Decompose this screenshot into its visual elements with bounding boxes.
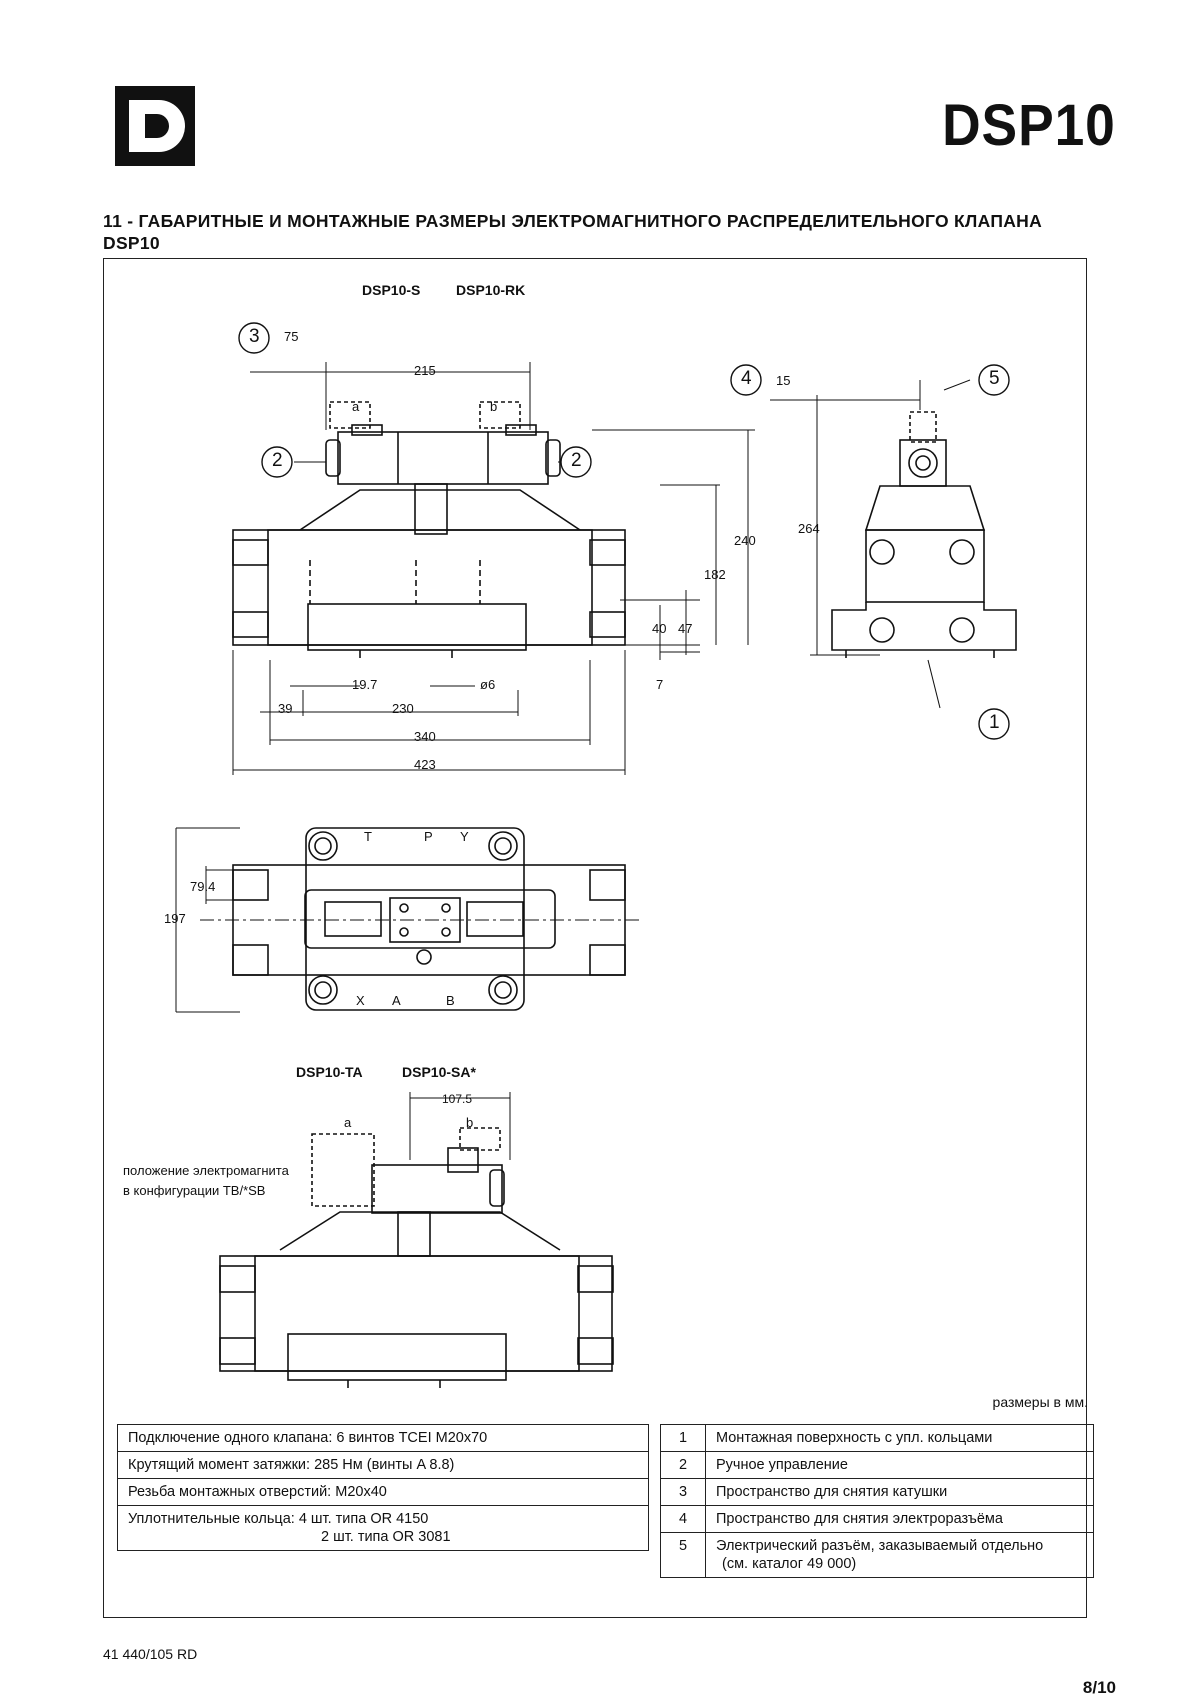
model-title: DSP10 (942, 93, 1116, 158)
callout-1: 1 (989, 712, 1000, 733)
callout-4: 4 (741, 368, 752, 389)
dim-197: 197 (164, 911, 186, 926)
legend-text-line2: (см. каталог 49 000) (722, 1556, 857, 1572)
port-p: P (424, 829, 433, 844)
spec-row: Уплотнительные кольца: 4 шт. типа OR 415… (117, 1505, 649, 1551)
dim-230: 230 (392, 701, 414, 716)
dim-75: 75 (284, 329, 299, 344)
legend-num: 4 (660, 1505, 706, 1533)
legend-text: Монтажная поверхность с упл. кольцами (705, 1424, 1094, 1452)
dim-15: 15 (776, 373, 791, 388)
dim-340: 340 (414, 729, 436, 744)
view-label-dsp10-sa: DSP10-SA* (402, 1064, 476, 1080)
dim-215: 215 (414, 363, 436, 378)
callout-2-left: 2 (272, 450, 283, 471)
spec-row: Крутящий момент затяжки: 285 Нм (винты A… (117, 1451, 649, 1479)
port-x: X (356, 993, 365, 1008)
dim-40: 40 (652, 621, 667, 636)
legend-num: 3 (660, 1478, 706, 1506)
dim-182: 182 (704, 567, 726, 582)
legend-row: 2 Ручное управление (660, 1451, 1094, 1479)
callout-3: 3 (249, 326, 260, 347)
dim-6: ø6 (480, 677, 496, 692)
dim-264: 264 (798, 521, 820, 536)
dim-19-7: 19.7 (352, 677, 378, 692)
legend-num: 2 (660, 1451, 706, 1479)
port-b: B (446, 993, 455, 1008)
dim-79-4: 79.4 (190, 879, 216, 894)
legend-row: 1 Монтажная поверхность с упл. кольцами (660, 1424, 1094, 1452)
dim-240: 240 (734, 533, 756, 548)
dim-47: 47 (678, 621, 693, 636)
legend-text: Электрический разъём, заказываемый отдел… (705, 1532, 1094, 1578)
port-y: Y (460, 829, 469, 844)
legend-row: 5 Электрический разъём, заказываемый отд… (660, 1532, 1094, 1578)
port-a: A (392, 993, 401, 1008)
spec-seals-line2: 2 шт. типа OR 3081 (321, 1529, 451, 1545)
legend-row: 3 Пространство для снятия катушки (660, 1478, 1094, 1506)
dim-ta-sol-b: b (466, 1115, 474, 1130)
solenoid-note-line2: в конфигурации TB/*SB (123, 1183, 266, 1198)
dim-423: 423 (414, 757, 436, 772)
legend-row: 4 Пространство для снятия электроразъёма (660, 1505, 1094, 1533)
legend-num: 1 (660, 1424, 706, 1452)
view-label-dsp10-ta: DSP10-TA (296, 1064, 363, 1080)
view-label-dsp10-rk: DSP10-RK (456, 282, 526, 298)
document-code: 41 440/105 RD (103, 1646, 198, 1662)
legend-text: Пространство для снятия катушки (705, 1478, 1094, 1506)
callout-2-right: 2 (571, 450, 582, 471)
company-logo-icon (115, 86, 195, 166)
legend-text-line1: Электрический разъём, заказываемый отдел… (716, 1538, 1044, 1554)
dim-ta-sol-a: a (344, 1115, 352, 1130)
page-number: 8/10 (1082, 1678, 1116, 1697)
dim-107-5: 107.5 (442, 1092, 473, 1106)
legend-text: Пространство для снятия электроразъёма (705, 1505, 1094, 1533)
section-title: 11 - ГАБАРИТНЫЕ И МОНТАЖНЫЕ РАЗМЕРЫ ЭЛЕК… (103, 211, 1043, 253)
dim-39: 39 (278, 701, 293, 716)
spec-row: Резьба монтажных отверстий: M20x40 (117, 1478, 649, 1506)
dim-sol-b: b (490, 399, 498, 414)
dim-sol-a: a (352, 399, 360, 414)
units-note: размеры в мм. (992, 1394, 1088, 1410)
legend-table: 1 Монтажная поверхность с упл. кольцами … (660, 1424, 1094, 1578)
solenoid-note-line1: положение электромагнита (123, 1163, 289, 1178)
dim-7: 7 (656, 677, 664, 692)
legend-num: 5 (660, 1532, 706, 1578)
legend-text: Ручное управление (705, 1451, 1094, 1479)
spec-seals-line1: Уплотнительные кольца: 4 шт. типа OR 415… (128, 1511, 429, 1527)
spec-row: Подключение одного клапана: 6 винтов TCE… (117, 1424, 649, 1452)
port-t: T (364, 829, 372, 844)
callout-5: 5 (989, 368, 1000, 389)
spec-table: Подключение одного клапана: 6 винтов TCE… (117, 1424, 649, 1551)
view-label-dsp10-s: DSP10-S (362, 282, 421, 298)
drawing-frame (103, 258, 1087, 1618)
